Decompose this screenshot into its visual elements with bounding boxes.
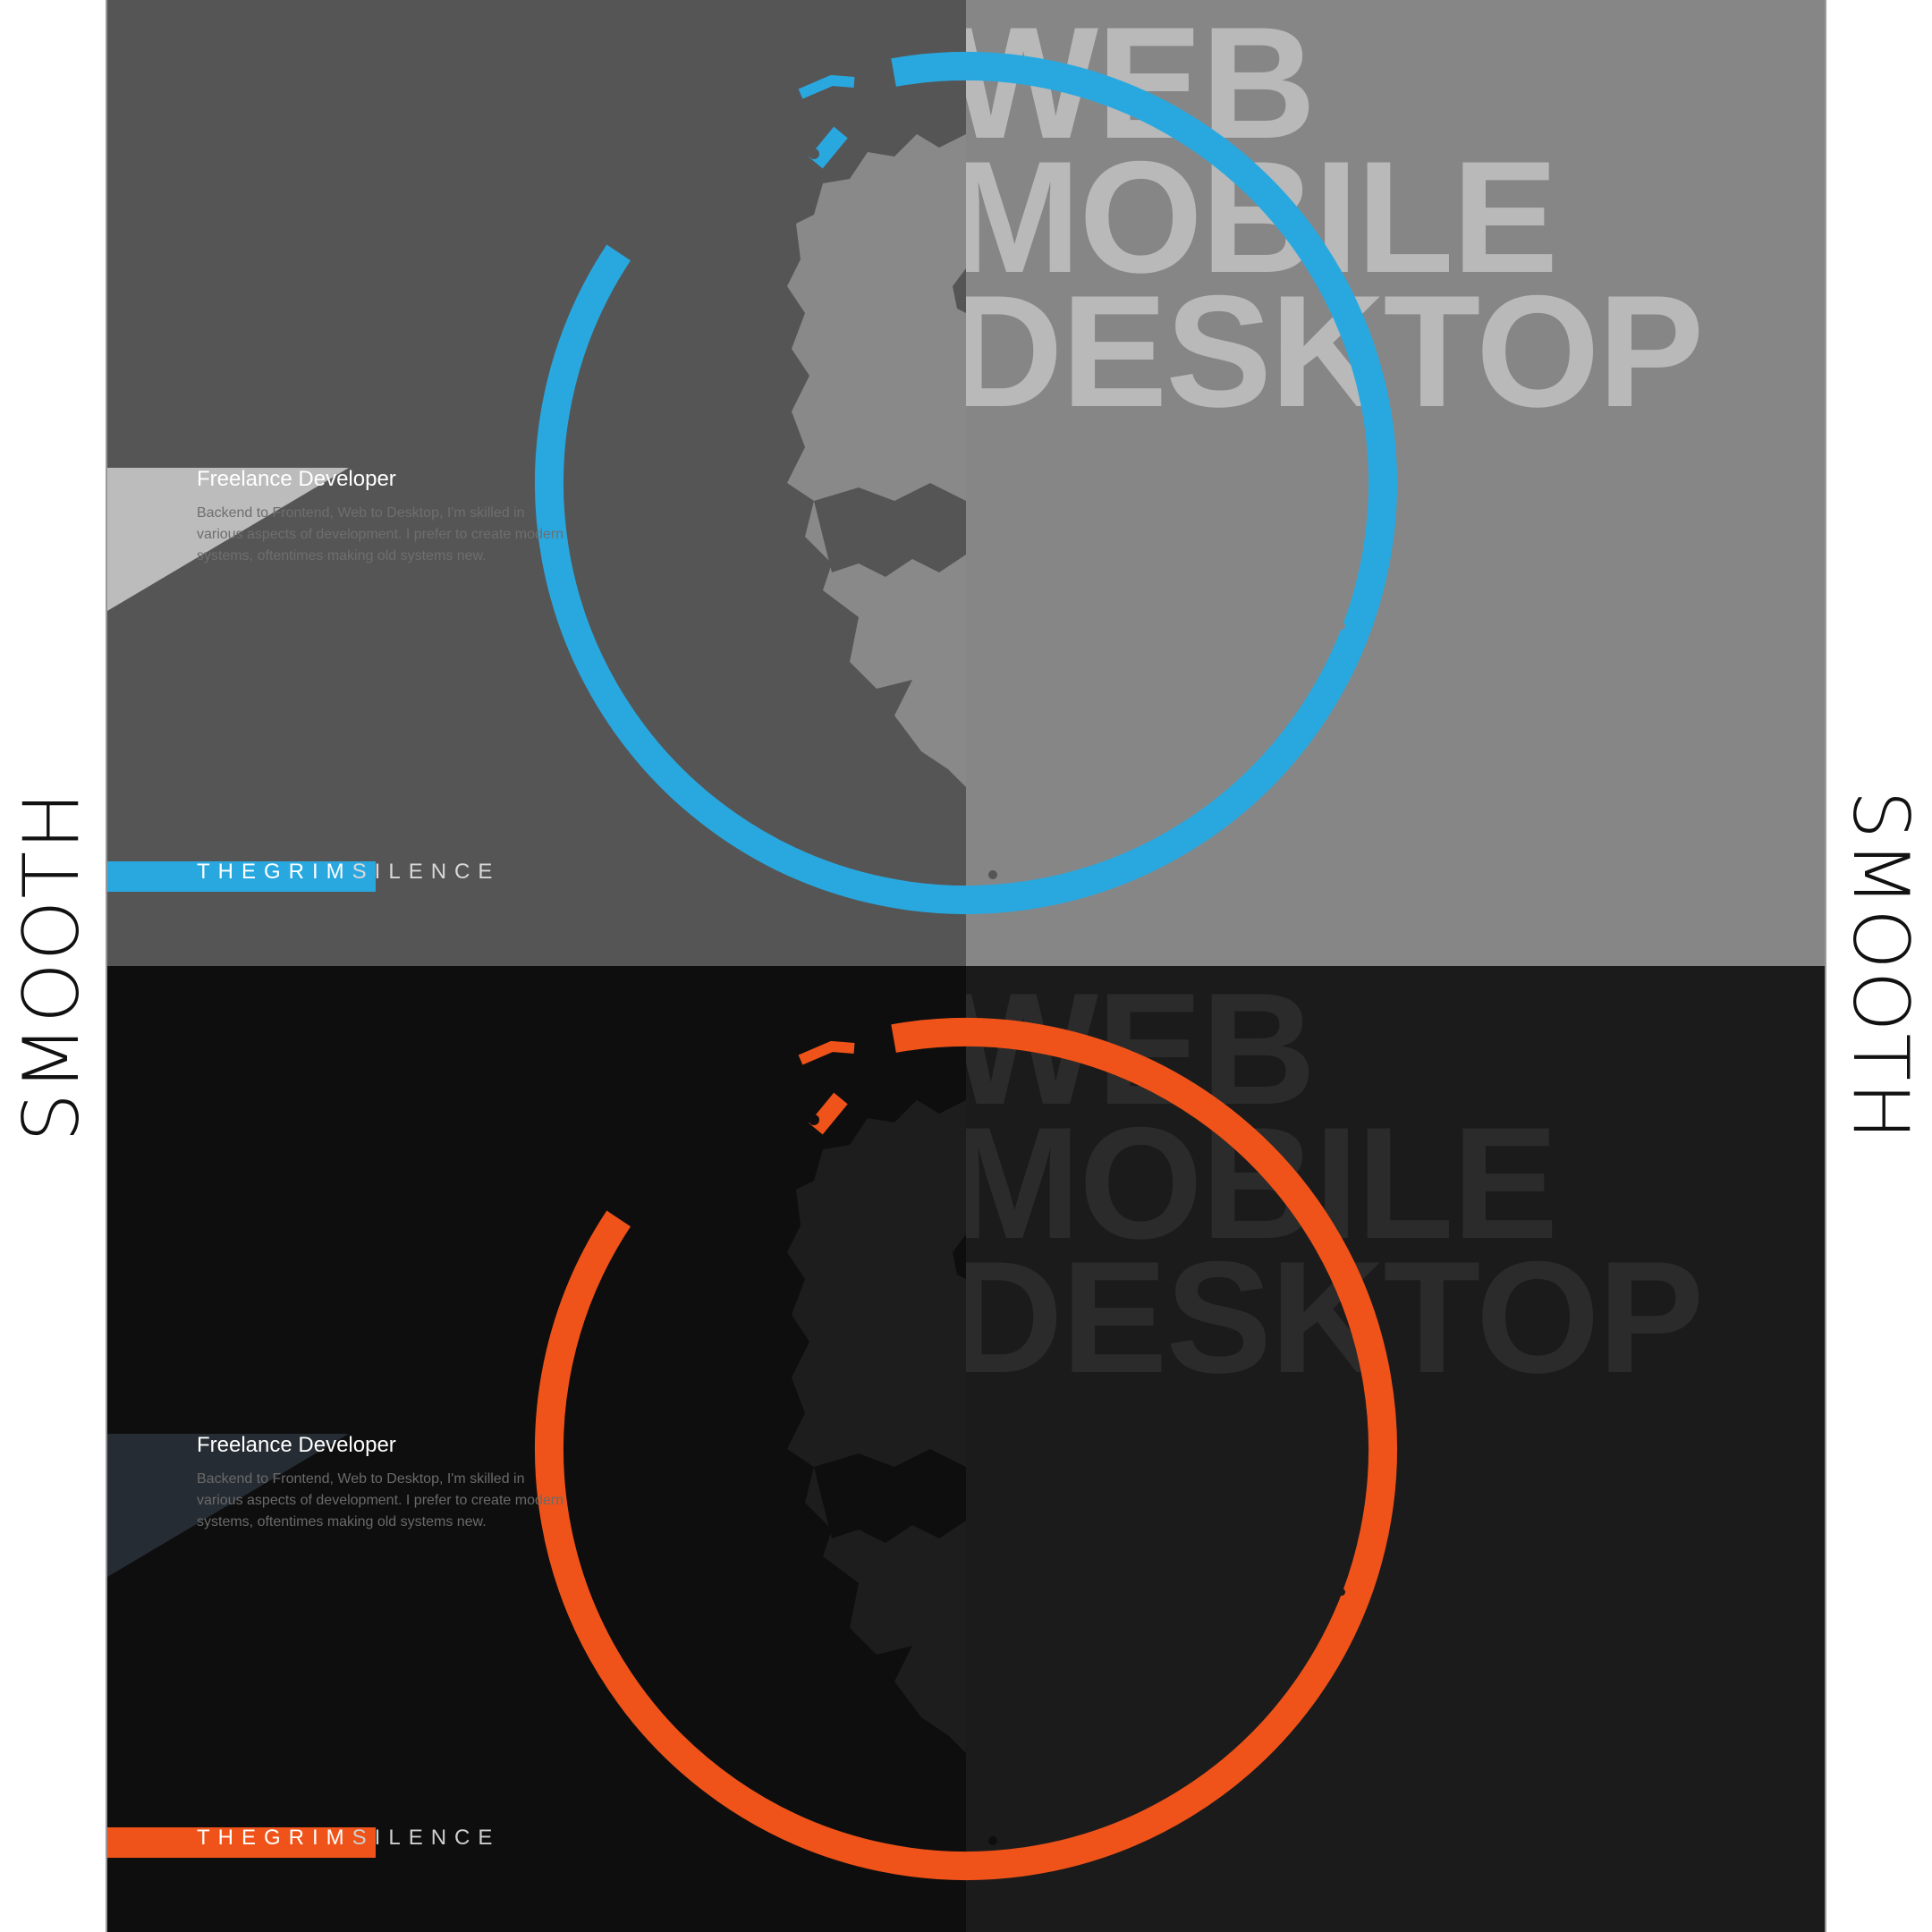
face-silhouette (787, 134, 966, 787)
brand-bar (107, 861, 376, 892)
role-title: Freelance Developer (197, 1433, 396, 1457)
role-description: Backend to Frontend, Web to Desktop, I'm… (197, 505, 564, 564)
headline-line-2: MOBILE (948, 1094, 1558, 1272)
role-description: Backend to Frontend, Web to Desktop, I'm… (197, 1471, 564, 1530)
face-silhouette (787, 1100, 966, 1753)
left-border-line (106, 0, 107, 1932)
brand-part-2: SILENCE (352, 860, 501, 884)
brand-wordmark: THEGRIMSILENCE (197, 860, 500, 885)
brand-wordmark: THEGRIMSILENCE (197, 1826, 500, 1851)
brand-part-2: SILENCE (352, 1826, 501, 1850)
accent-ring (535, 52, 1397, 914)
brand-part-1: THEGRIM (197, 860, 352, 884)
brand-part-1: THEGRIM (197, 1826, 352, 1850)
panel-light: WEB MOBILE DESKTOP Freelance Developer B… (107, 0, 1825, 966)
right-border-line (1825, 0, 1826, 1932)
accent-ring (535, 1017, 1397, 1880)
side-label-right: SMOOTH (1835, 790, 1925, 1142)
headline-line-2: MOBILE (948, 128, 1558, 306)
side-label-left: SMOOTH (7, 790, 97, 1142)
headline: WEB MOBILE DESKTOP (948, 966, 1825, 1932)
brand-bar (107, 1827, 376, 1858)
panel-dark: WEB MOBILE DESKTOP Freelance Developer B… (107, 966, 1825, 1932)
role-title: Freelance Developer (197, 467, 396, 491)
